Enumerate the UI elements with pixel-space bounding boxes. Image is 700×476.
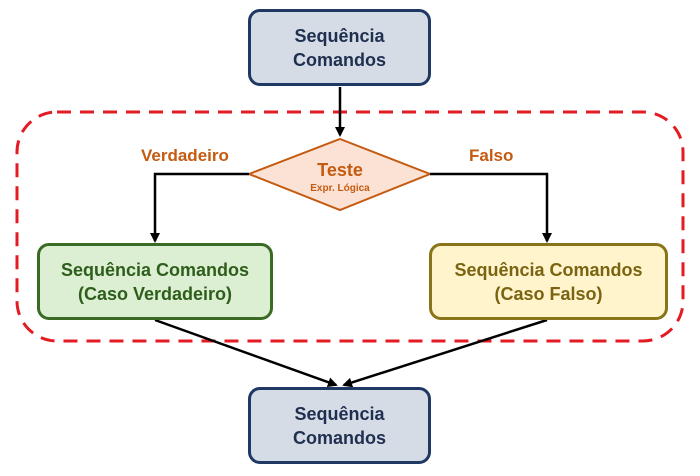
decision-label: Teste Expr. Lógica: [247, 148, 433, 208]
true-branch-text: Sequência Comandos (Caso Verdadeiro): [60, 259, 250, 304]
false-branch-text: Sequência Comandos (Caso Falso): [454, 259, 643, 304]
decision-title: Teste: [317, 160, 363, 180]
arrow-decision-to-true: [150, 172, 249, 243]
decision-diamond: [246, 137, 433, 212]
top-command-sequence-text: Sequência Comandos: [292, 25, 386, 70]
arrow-false-to-bottom: [342, 318, 548, 388]
arrow-decision-to-false: [430, 172, 552, 243]
decision-subtitle: Expr. Lógica: [310, 183, 370, 194]
false-branch-label: Falso: [469, 146, 514, 165]
top-command-sequence-box: Sequência Comandos: [248, 9, 431, 86]
if-else-region-outline: [15, 110, 685, 343]
bottom-command-sequence-text: Sequência Comandos: [292, 403, 386, 448]
arrow-true-to-bottom: [154, 318, 338, 388]
bottom-command-sequence-box: Sequência Comandos: [248, 387, 431, 464]
false-branch-box: Sequência Comandos (Caso Falso): [429, 243, 668, 320]
true-branch-box: Sequência Comandos (Caso Verdadeiro): [37, 243, 273, 320]
true-branch-label: Verdadeiro: [141, 146, 229, 165]
